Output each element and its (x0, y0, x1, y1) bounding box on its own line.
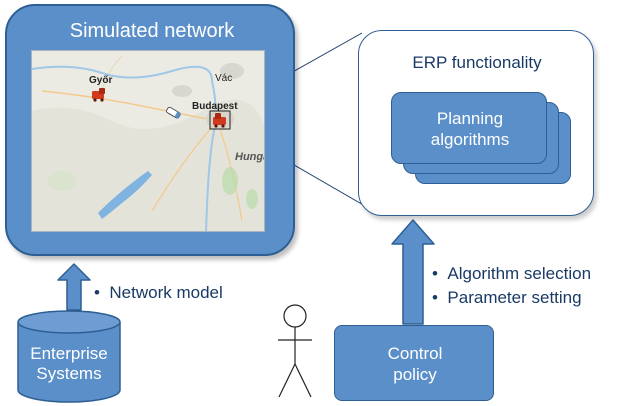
user-stick-figure-icon (278, 304, 312, 398)
enterprise-systems-label: Enterprise Systems (30, 344, 108, 383)
map-label-gyor: Győr (89, 75, 113, 86)
map-road (151, 120, 218, 212)
bullet-dot: • (432, 264, 448, 283)
map-label-budapest: Budapest (192, 101, 238, 112)
control-bullet-item: • Algorithm selection (432, 262, 591, 286)
map-label-hungary: Hungary (235, 151, 264, 163)
parameter-setting-text: Parameter setting (447, 288, 582, 307)
control-policy-label: Control policy (387, 344, 443, 384)
map-gray-area (220, 63, 244, 79)
network-model-text: Network model (109, 283, 223, 302)
simulated-network-panel: Simulated network (5, 4, 295, 256)
erp-functionality-panel: ERP functionality Planning algorithms (358, 30, 594, 216)
moving-vehicle-icon (166, 106, 181, 119)
planning-algorithms-label: Planning algorithms (430, 109, 510, 149)
budapest-selection-box (209, 110, 231, 130)
up-arrow-control-icon (391, 219, 435, 325)
map-graphics (32, 55, 264, 231)
control-bullet-list: • Algorithm selection • Parameter settin… (432, 262, 591, 310)
map-green-area (222, 167, 238, 195)
truck-marker-gyor-icon (92, 88, 105, 102)
map-lake (98, 171, 152, 219)
bullet-dot: • (94, 283, 110, 302)
map-green-area (246, 189, 258, 209)
control-policy-box: Control policy (334, 325, 494, 401)
map-label-vac: Vác (215, 73, 233, 84)
bullet-dot: • (432, 288, 448, 307)
algorithm-selection-text: Algorithm selection (447, 264, 592, 283)
map-gray-area (172, 85, 192, 97)
map-river (32, 65, 217, 231)
enterprise-systems-database-icon (17, 310, 121, 403)
truck-marker-budapest-icon (213, 113, 226, 128)
network-model-bullet: • Network model (94, 283, 223, 303)
map-green-area (48, 171, 76, 191)
map-road (41, 90, 218, 122)
simulated-network-title: Simulated network (69, 20, 235, 42)
control-bullet-item: • Parameter setting (432, 286, 591, 310)
erp-functionality-title: ERP functionality (412, 53, 542, 72)
map-road (101, 55, 123, 92)
network-map: Győr Vác Budapest Hungary (31, 50, 265, 232)
map-region-shade (32, 99, 264, 231)
map-road (216, 120, 243, 222)
planning-card-front: Planning algorithms (391, 92, 547, 164)
up-arrow-network-model-icon (57, 263, 91, 311)
